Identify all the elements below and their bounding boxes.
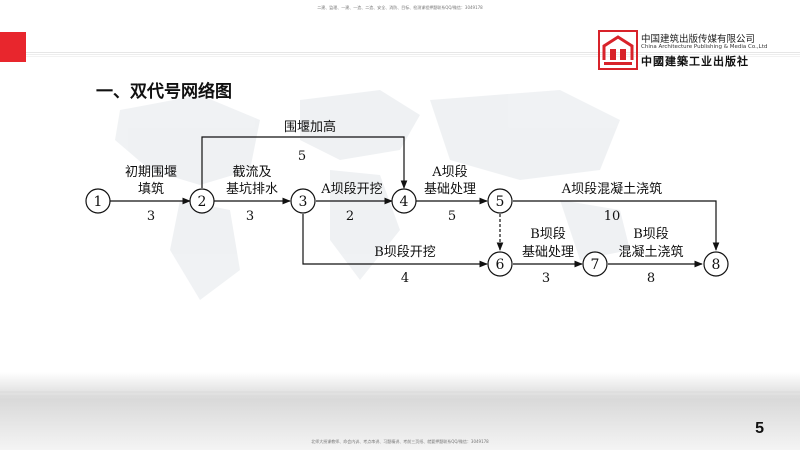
activity-duration: 8 [647, 271, 655, 286]
activity-label: B坝段 [530, 227, 566, 242]
node-4-label: 4 [400, 194, 409, 210]
publisher-calligraphy: 中國建築工业出版社 [641, 55, 749, 68]
arrow-2-4 [201, 136, 408, 189]
publisher-name-cn: 中国建筑出版传媒有限公司 [641, 34, 756, 45]
top-contact-note: 二建、监理、一建、一造、二造、安全、消防、目标、检测课程押题联系QQ/微信：30… [317, 5, 483, 10]
activity-label: 基础处理 [522, 245, 574, 260]
node-2-label: 2 [198, 194, 207, 210]
node-5: 5 [487, 188, 513, 214]
bottom-contact-note: 北师大授课教师、命会内训、考点串讲、习题精讲、考前三页纸、就要押题联系QQ/微信… [311, 439, 489, 444]
page-title: 一、双代号网络图 [96, 82, 232, 102]
activity-label: 初期围堰 [125, 165, 177, 180]
node-3-label: 3 [299, 194, 308, 210]
node-6: 6 [487, 251, 513, 277]
activity-label: A坝段开挖 [320, 182, 382, 197]
activity-duration: 3 [147, 209, 155, 224]
activity-duration: 2 [346, 209, 354, 224]
activity-label: B坝段开挖 [374, 245, 436, 260]
activity-label: 混凝土浇筑 [618, 244, 683, 260]
header-stripes [0, 52, 800, 57]
activity-label: 围堰加高 [284, 119, 336, 135]
activity-label: 填筑 [138, 181, 164, 197]
publisher-name-en: China Architecture Publishing & Media Co… [641, 44, 768, 50]
node-7-label: 7 [591, 257, 600, 273]
node-5-label: 5 [496, 194, 505, 210]
node-2: 2 [189, 188, 215, 214]
activity-duration: 3 [542, 271, 550, 286]
activity-duration: 5 [448, 209, 456, 224]
node-3: 3 [290, 188, 316, 214]
publisher-logo: 中国建筑出版传媒有限公司 China Architecture Publishi… [598, 30, 788, 70]
floor-gradient [0, 372, 800, 450]
node-7: 7 [582, 251, 608, 277]
arrow-3-6 [302, 214, 488, 268]
page-number: 5 [755, 420, 764, 437]
node-1-label: 1 [94, 194, 103, 210]
activity-duration: 5 [298, 149, 306, 164]
node-4: 4 [391, 188, 417, 214]
activity-label: 基础处理 [424, 182, 476, 197]
arrow-5-8 [513, 200, 720, 251]
activity-label: A坝段混凝土浇筑 [561, 181, 662, 197]
node-1: 1 [85, 188, 111, 214]
header-red-block [0, 32, 26, 62]
activity-label: A坝段 [431, 165, 467, 180]
node-8: 8 [703, 251, 729, 277]
activity-label: B坝段 [633, 227, 669, 242]
node-6-label: 6 [496, 257, 505, 273]
activity-duration: 4 [401, 271, 409, 286]
activity-duration: 10 [604, 209, 621, 224]
activity-label: 基坑排水 [226, 182, 278, 197]
node-8-label: 8 [712, 257, 721, 273]
activity-label: 截流及 [232, 165, 271, 180]
publisher-emblem-icon [598, 30, 638, 70]
activity-duration: 3 [246, 209, 254, 224]
